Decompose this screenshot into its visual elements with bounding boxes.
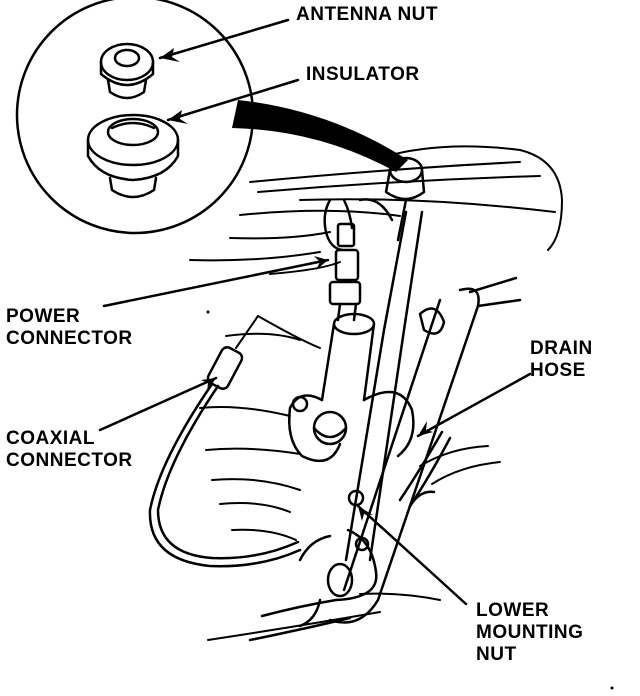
detail-inset	[15, 0, 408, 235]
pointer-antenna-nut	[158, 18, 290, 60]
motor-body	[288, 312, 415, 463]
pointer-insulator	[166, 78, 300, 122]
antenna-nut-part	[99, 42, 155, 100]
speck	[610, 686, 614, 690]
drain-hose	[398, 430, 452, 508]
pointer-power-connector	[102, 258, 330, 308]
coaxial-cable	[148, 315, 321, 568]
label-insulator: INSULATOR	[306, 64, 420, 85]
pointer-lines	[98, 18, 532, 606]
insulator-part	[86, 113, 180, 199]
power-connector-assembly	[323, 198, 394, 322]
pointer-coaxial-connector	[98, 376, 218, 432]
pointer-lower-mounting-nut	[356, 504, 468, 606]
label-coaxial-connector: COAXIAL CONNECTOR	[6, 428, 133, 471]
lower-bracket	[248, 489, 378, 642]
speck	[206, 310, 210, 314]
antenna-motor-housing	[328, 210, 522, 624]
label-drain-hose: DRAIN HOSE	[530, 338, 593, 381]
pointer-drain-hose	[416, 372, 532, 438]
label-antenna-nut: ANTENNA NUT	[296, 4, 439, 25]
inset-leader-wedge	[232, 100, 408, 172]
label-lower-mounting-nut: LOWER MOUNTING NUT	[476, 600, 584, 665]
mast-top	[384, 156, 426, 242]
label-power-connector: POWER CONNECTOR	[6, 306, 133, 349]
